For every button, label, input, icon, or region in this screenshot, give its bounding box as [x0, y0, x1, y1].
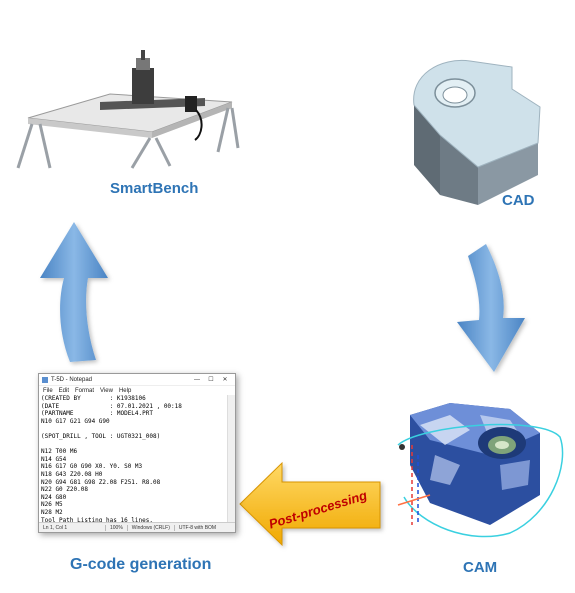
status-line-endings: Windows (CRLF) [126, 524, 174, 531]
notepad-line: N18 G43 Z20.08 H0 [41, 470, 103, 478]
menu-view[interactable]: View [100, 387, 113, 394]
menu-file[interactable]: File [43, 387, 53, 394]
notepad-line: N16 G17 G0 G90 X0. Y0. S0 M3 [41, 463, 143, 471]
notepad-line: N12 T00 M6 [41, 448, 78, 456]
notepad-line: (SPOT_DRILL , TOOL : UGT0321_008) [41, 432, 161, 440]
menu-help[interactable]: Help [118, 387, 132, 394]
arrow-gcode-to-smartbench [40, 222, 108, 362]
notepad-line: (PARTNAME : MODEL4.PRT [41, 410, 153, 418]
notepad-line: N10 G17 G21 G94 G90 [41, 417, 110, 425]
notepad-app-icon [42, 376, 48, 383]
notepad-line: N24 G80 [41, 493, 67, 501]
cam-toolpath-image [397, 403, 564, 538]
notepad-window: T-5D - Notepad — ☐ ✕ File Edit Format Vi… [38, 373, 236, 533]
notepad-line [41, 441, 228, 449]
notepad-line [41, 425, 228, 433]
cam-label: CAM [463, 559, 498, 576]
arrow-cad-to-cam [457, 244, 525, 372]
cad-part-image [413, 59, 541, 205]
cad-label: CAD [502, 192, 535, 209]
notepad-menubar: File Edit Format View Help [39, 386, 235, 395]
notepad-scrollbar[interactable] [227, 395, 235, 522]
notepad-line: N26 M5 [41, 501, 63, 509]
maximize-button[interactable]: ☐ [208, 377, 214, 383]
status-encoding: UTF-8 with BOM [173, 524, 220, 531]
notepad-line: (CREATED BY : K1938106 [41, 395, 146, 402]
notepad-text-area[interactable]: (CREATED BY : K1938106(DATE : 07.01.2021… [39, 395, 228, 522]
arrow-post-processing [239, 461, 381, 547]
notepad-line: N20 G94 G81 G98 Z2.08 F251. R8.08 [41, 478, 161, 486]
status-zoom: 100% [105, 524, 127, 531]
notepad-line: Tool Path Listing has 16 lines. [41, 516, 153, 523]
smartbench-label: SmartBench [110, 180, 199, 197]
smartbench-machine-image [16, 50, 240, 169]
status-position: Ln 1, Col 1 [43, 524, 68, 531]
notepad-title: T-5D - Notepad [51, 376, 93, 383]
menu-format[interactable]: Format [75, 387, 95, 394]
menu-edit[interactable]: Edit [58, 387, 70, 394]
minimize-button[interactable]: — [194, 376, 200, 383]
notepad-titlebar: T-5D - Notepad — ☐ ✕ [39, 374, 235, 386]
notepad-line: (DATE : 07.01.2021 , 00:18 [41, 402, 182, 410]
close-button[interactable]: ✕ [222, 377, 228, 383]
notepad-line: N28 M2 [41, 508, 63, 516]
notepad-line: N22 G0 Z20.08 [41, 486, 88, 494]
notepad-statusbar: Ln 1, Col 1 100% Windows (CRLF) UTF-8 wi… [39, 522, 235, 532]
gcode-generation-label: G-code generation [70, 556, 212, 573]
notepad-line: N14 G54 [41, 455, 67, 463]
